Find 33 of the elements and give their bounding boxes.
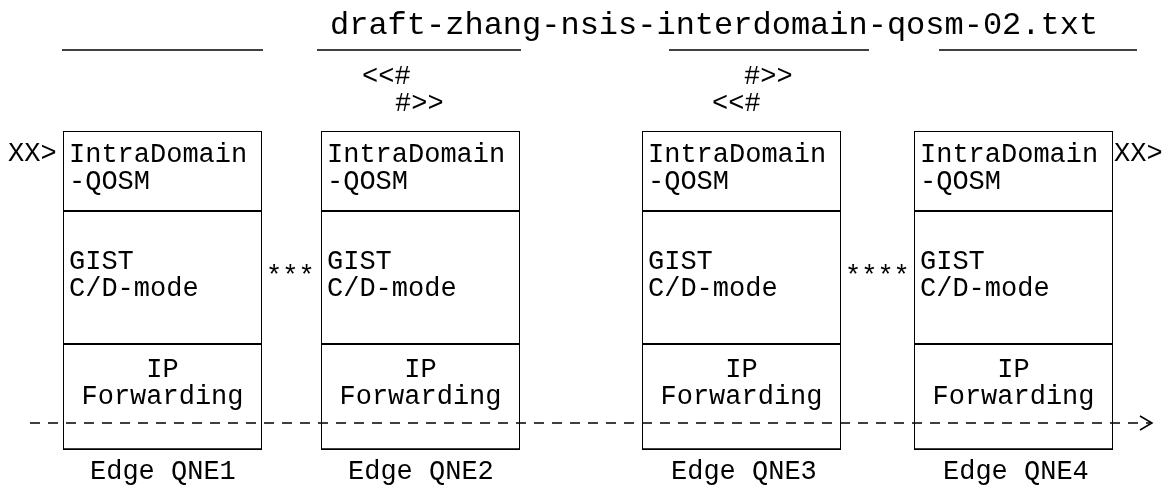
layer-box [63,343,262,450]
layer-label: GIST C/D-mode [920,249,1051,303]
title: draft-zhang-nsis-interdomain-qosm-02.txt [330,10,1099,42]
layer-box [642,343,841,450]
layer-box [642,131,841,212]
layer-label: IntraDomain -QOSM [69,142,249,196]
layer-box [321,131,520,212]
label-text: <<# [362,64,411,90]
layer-label: IP Forwarding [338,357,503,411]
label-text: *** [266,264,315,290]
label-text: <<# [712,91,761,117]
layer-label: GIST C/D-mode [69,249,200,303]
layer-box [63,210,262,345]
layer-box [914,210,1113,345]
label-text: #>> [744,64,793,90]
layer-box [321,343,520,450]
layer-box [642,210,841,345]
layer-label: GIST C/D-mode [327,249,458,303]
label-text: #>> [395,91,444,117]
layer-label: IntraDomain -QOSM [327,142,507,196]
layer-label: IP Forwarding [80,357,245,411]
layer-label: IntraDomain -QOSM [920,142,1100,196]
layer-label: IP Forwarding [931,357,1096,411]
layer-label: GIST C/D-mode [648,249,779,303]
layer-box [914,343,1113,450]
layer-box [63,131,262,212]
layer-label: IntraDomain -QOSM [648,142,828,196]
label-text: XX> [1114,141,1163,167]
layer-box [914,131,1113,212]
layer-label: IP Forwarding [659,357,824,411]
layer-box [321,210,520,345]
label-text: XX> [8,141,57,167]
label-text: **** [845,264,910,290]
